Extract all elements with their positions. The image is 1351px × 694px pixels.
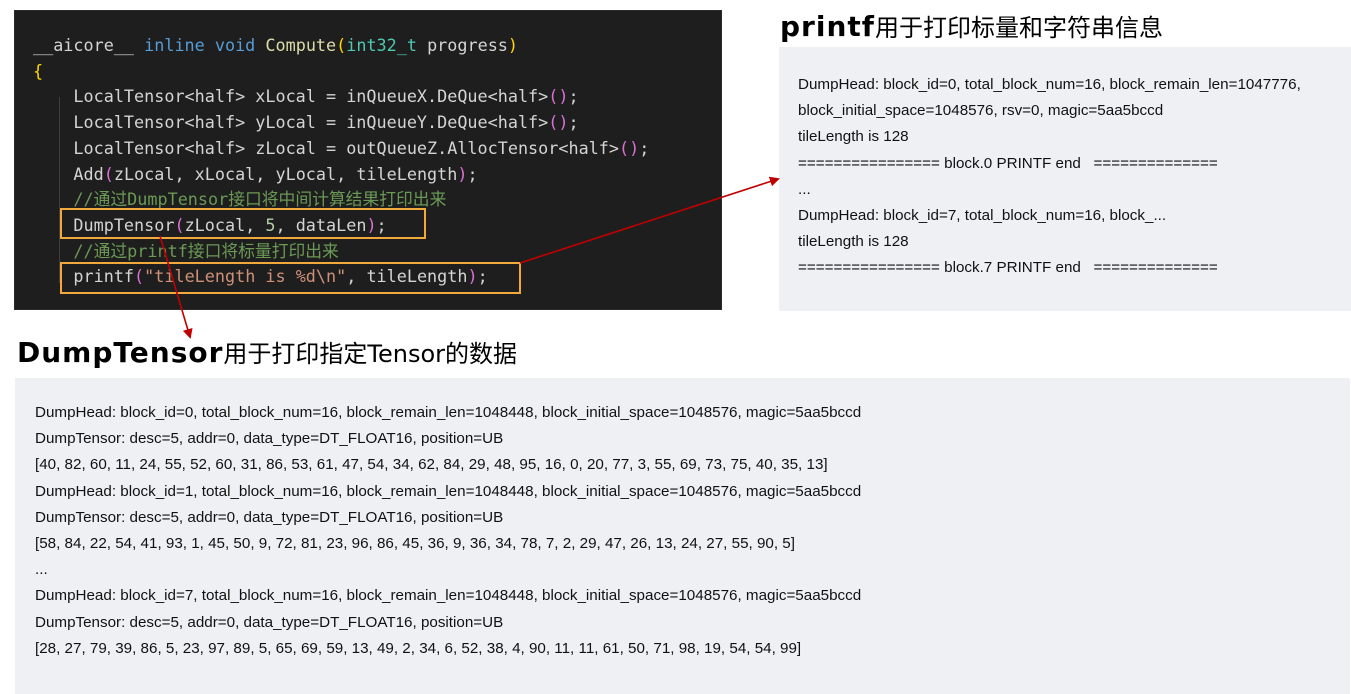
dumptensor-output-line: DumpHead: block_id=0, total_block_num=16…	[35, 404, 862, 421]
printf-output-line: DumpHead: block_id=7, total_block_num=16…	[798, 207, 1167, 224]
code-token: )	[366, 214, 377, 235]
code-line: {	[33, 59, 43, 84]
code-token: Compute	[265, 35, 337, 55]
code-line: //通过DumpTensor接口将中间计算结果打印出来	[33, 187, 446, 212]
dumptensor-highlight-box	[60, 208, 426, 239]
code-token: __aicore__	[33, 35, 145, 55]
printf-output-line: ================ block.7 PRINTF end ====…	[798, 259, 1218, 277]
code-token: 5	[265, 214, 276, 235]
code-token: , dataLen	[275, 214, 367, 235]
arrow-printf-to-output	[519, 176, 780, 264]
code-token: ;	[568, 112, 579, 133]
dumptensor-output-line: DumpTensor: desc=5, addr=0, data_type=DT…	[35, 430, 504, 448]
code-line: LocalTensor<half> xLocal = inQueueX.DeQu…	[33, 84, 579, 109]
code-token: LocalTensor<half> yLocal = inQueueY.DeQu…	[33, 112, 549, 133]
dumptensor-output-line: ...	[35, 561, 48, 579]
dumptensor-output-line: [40, 82, 60, 11, 24, 55, 52, 60, 31, 86,…	[35, 456, 828, 474]
code-token: //通过DumpTensor接口将中间计算结果打印出来	[33, 189, 447, 210]
code-token: (	[174, 214, 185, 235]
code-token: inline	[144, 35, 215, 55]
code-token: {	[33, 60, 44, 81]
code-token: ;	[376, 214, 387, 235]
code-token: printf	[33, 266, 135, 287]
arrow-dumptensor-to-output	[159, 235, 193, 339]
dumptensor-output-panel: DumpHead: block_id=0, total_block_num=16…	[15, 378, 1350, 694]
code-token: (	[103, 163, 114, 184]
code-token: zLocal,	[184, 214, 266, 235]
code-panel: __aicore__ inline void Compute(int32_t p…	[14, 10, 722, 310]
code-token: ;	[568, 86, 579, 107]
code-token: (	[336, 35, 347, 55]
dumptensor-heading: DumpTensor用于打印指定Tensor的数据	[17, 334, 517, 369]
code-token: )	[457, 163, 468, 184]
code-token: ;	[477, 266, 488, 287]
printf-heading: printf用于打印标量和字符串信息	[780, 8, 1163, 43]
code-line: printf("tileLength is %d\n", tileLength)…	[33, 264, 488, 289]
code-token: (	[134, 266, 145, 287]
code-line: //通过printf接口将标量打印出来	[33, 239, 339, 264]
dumptensor-output-line: DumpHead: block_id=7, total_block_num=16…	[35, 587, 862, 605]
code-token: ()	[548, 112, 569, 133]
code-token: ()	[618, 137, 640, 158]
code-token: //通过printf接口将标量打印出来	[33, 240, 339, 261]
dumptensor-heading-text: 用于打印指定Tensor的数据	[223, 340, 518, 368]
code-line: LocalTensor<half> zLocal = outQueueZ.All…	[33, 136, 649, 161]
indent-guide	[59, 97, 60, 283]
printf-output-line: tileLength is 128	[798, 233, 909, 251]
code-line: Add(zLocal, xLocal, yLocal, tileLength);	[33, 162, 478, 187]
printf-output-line: ...	[798, 180, 811, 198]
code-token: int32_t	[346, 35, 428, 55]
dumptensor-heading-bold: DumpTensor	[17, 336, 224, 369]
printf-heading-bold: printf	[780, 10, 875, 43]
code-token: )	[467, 266, 478, 287]
printf-output-line: tileLength is 128	[798, 128, 909, 146]
code-token: LocalTensor<half> xLocal = inQueueX.DeQu…	[33, 86, 549, 107]
code-token: Add	[33, 163, 104, 184]
dumptensor-output-line: DumpTensor: desc=5, addr=0, data_type=DT…	[35, 508, 504, 526]
code-token: ;	[467, 163, 478, 184]
dumptensor-output-line: [58, 84, 22, 54, 41, 93, 1, 45, 50, 9, 7…	[35, 535, 795, 552]
dumptensor-output-line: DumpHead: block_id=1, total_block_num=16…	[35, 482, 862, 500]
code-token: LocalTensor<half> zLocal = outQueueZ.All…	[33, 137, 619, 158]
code-token: progress	[427, 35, 508, 55]
code-token: ()	[548, 86, 569, 107]
printf-output-line: ================ block.0 PRINTF end ====…	[798, 154, 1218, 172]
code-line: __aicore__ inline void Compute(int32_t p…	[33, 33, 518, 58]
printf-highlight-box	[60, 262, 521, 294]
printf-output-panel: DumpHead: block_id=0, total_block_num=16…	[779, 47, 1351, 311]
dumptensor-output-line: [28, 27, 79, 39, 86, 5, 23, 97, 89, 5, 6…	[35, 639, 802, 657]
code-token: ;	[639, 137, 650, 158]
printf-output-line: DumpHead: block_id=0, total_block_num=16…	[798, 76, 1301, 93]
code-token: void	[214, 35, 266, 55]
code-token: DumpTensor	[33, 214, 175, 235]
code-token: , tileLength	[346, 266, 468, 287]
code-line: DumpTensor(zLocal, 5, dataLen);	[33, 213, 387, 238]
printf-heading-text: 用于打印标量和字符串信息	[874, 14, 1163, 42]
code-token: "tileLength is %d\n"	[144, 266, 347, 287]
printf-output-line: block_initial_space=1048576, rsv=0, magi…	[798, 102, 1164, 120]
code-token: zLocal, xLocal, yLocal, tileLength	[113, 163, 458, 184]
dumptensor-output-line: DumpTensor: desc=5, addr=0, data_type=DT…	[35, 613, 504, 631]
code-token: )	[507, 35, 519, 55]
code-line: LocalTensor<half> yLocal = inQueueY.DeQu…	[33, 110, 579, 135]
